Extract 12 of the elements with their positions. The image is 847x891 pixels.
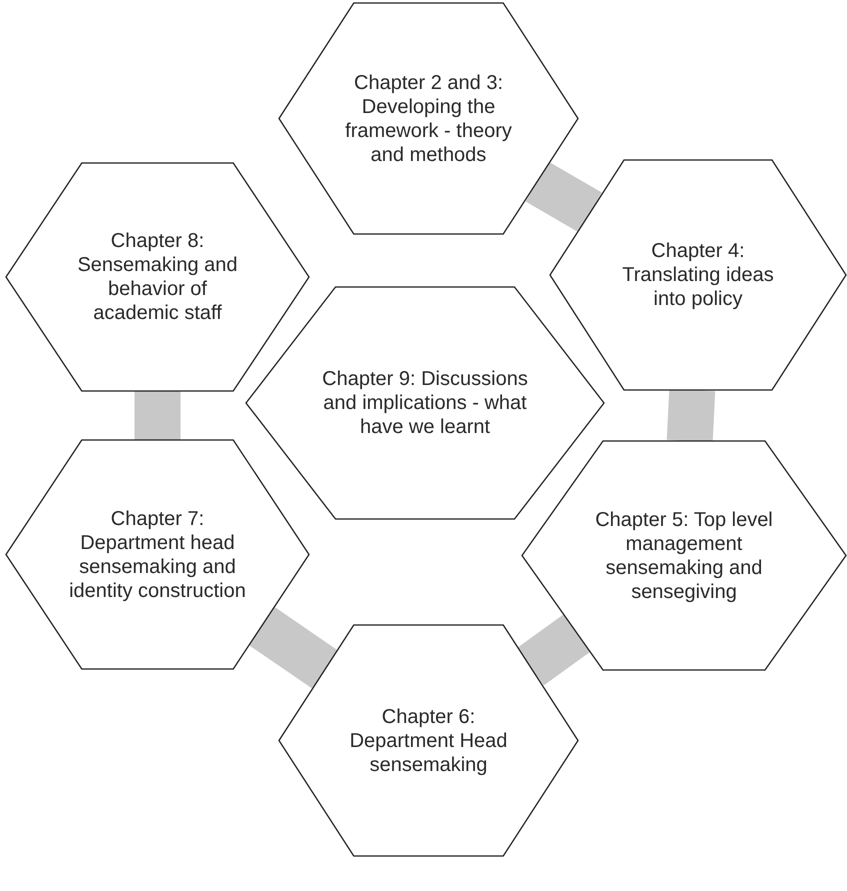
chapter-text: Chapter 5: Top level management sensemaking and sensegiving bbox=[594, 508, 774, 604]
connector-band bbox=[134, 391, 180, 440]
connector-band bbox=[666, 388, 716, 442]
chapter-text: Chapter 4: Translating ideas into policy bbox=[621, 239, 775, 311]
connector-band bbox=[516, 614, 590, 686]
chapter-text: Chapter 7: Department head sensemaking and identity construction bbox=[68, 506, 247, 602]
chapter-text: Chapter 9: Discussions and implications - what have we learnt bbox=[321, 367, 529, 439]
chapter-text: Chapter 2 and 3: Developing the framework - theory and methods bbox=[344, 70, 513, 166]
connector-band bbox=[248, 607, 338, 688]
chapter-text: Chapter 6: Department Head sensemaking bbox=[348, 704, 508, 776]
chapter-text: Chapter 8: Sensemaking and behavior of academic staff bbox=[76, 229, 239, 325]
connector-band bbox=[526, 162, 602, 232]
